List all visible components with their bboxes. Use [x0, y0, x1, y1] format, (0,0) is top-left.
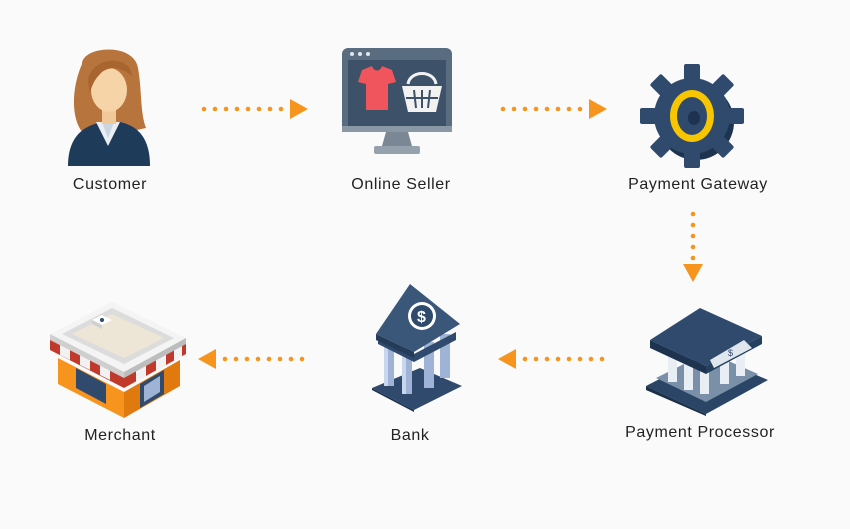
arrow-customer-to-seller	[201, 99, 308, 119]
arrow-processor-to-bank	[498, 349, 605, 369]
arrow-seller-to-gateway	[500, 99, 607, 119]
merchant-node	[46, 284, 188, 420]
merchant-label: Merchant	[84, 427, 156, 444]
customer-node	[62, 42, 154, 168]
tshirt-icon	[358, 66, 396, 110]
bank-label: Bank	[390, 427, 430, 444]
online-seller-label: Online Seller	[351, 176, 451, 193]
arrow-bank-to-merchant	[198, 349, 305, 369]
svg-text:$: $	[417, 309, 426, 326]
svg-text:$: $	[728, 348, 733, 358]
customer-label: Customer	[72, 176, 148, 193]
customer-icon	[68, 49, 150, 166]
payment-processor-label: Payment Processor	[625, 424, 775, 441]
gear-icon	[640, 64, 744, 168]
bank-node: $	[368, 282, 464, 412]
payment-processor-node: $	[640, 300, 770, 416]
online-seller-node	[340, 46, 454, 158]
payment-gateway-label: Payment Gateway	[628, 176, 768, 193]
shop-icon	[50, 302, 186, 418]
online-seller-monitor-icon	[342, 48, 452, 154]
payment-gateway-node	[640, 58, 744, 170]
arrow-gateway-to-processor	[683, 211, 703, 282]
shopping-basket-icon	[402, 72, 442, 112]
bank-icon: $	[372, 284, 462, 412]
payment-processor-bank-icon: $	[646, 308, 768, 416]
